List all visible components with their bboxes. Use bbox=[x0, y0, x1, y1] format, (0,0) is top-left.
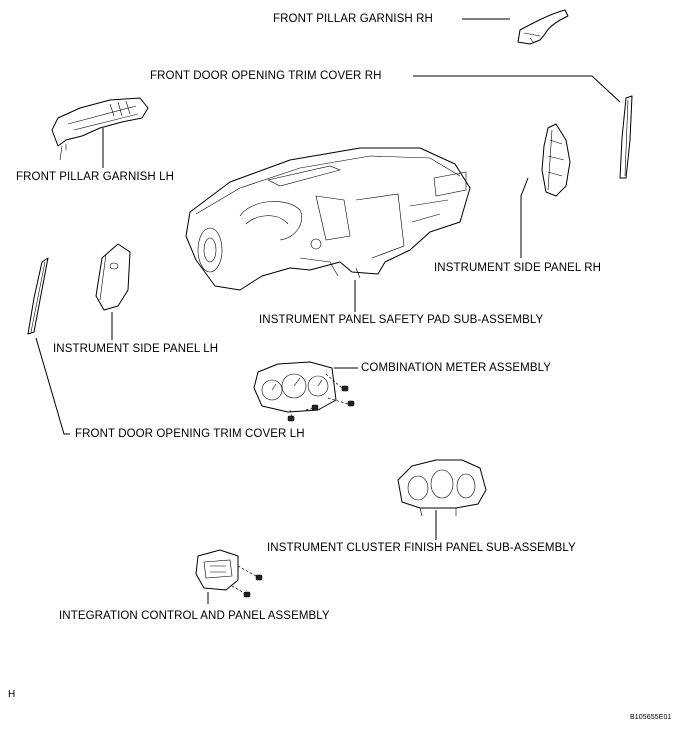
figure-code: B105655E01 bbox=[630, 714, 672, 721]
combination-meter-assembly-part bbox=[253, 361, 355, 422]
label-front-pillar-garnish-lh: FRONT PILLAR GARNISH LH bbox=[16, 171, 175, 183]
screw-icon bbox=[287, 385, 355, 422]
label-combination-meter-assembly: COMBINATION METER ASSEMBLY bbox=[361, 362, 552, 374]
front-pillar-garnish-rh-part bbox=[517, 9, 569, 45]
front-door-opening-trim-cover-rh-part bbox=[619, 95, 633, 179]
instrument-side-panel-rh-part bbox=[541, 123, 571, 197]
label-front-door-opening-trim-cover-lh: FRONT DOOR OPENING TRIM COVER LH bbox=[75, 428, 305, 440]
label-instrument-panel-safety-pad: INSTRUMENT PANEL SAFETY PAD SUB-ASSEMBLY bbox=[259, 314, 544, 326]
instrument-side-panel-lh-part bbox=[95, 243, 131, 311]
instrument-panel-safety-pad-part bbox=[185, 147, 471, 291]
leader-front-door-opening-trim-cover-rh bbox=[413, 75, 621, 103]
corner-letter: H bbox=[8, 689, 16, 700]
front-door-opening-trim-cover-lh-part bbox=[27, 257, 49, 335]
leader-front-door-opening-trim-cover-lh bbox=[35, 337, 70, 435]
leader-instrument-side-panel-rh bbox=[520, 177, 529, 258]
label-front-door-opening-trim-cover-rh: FRONT DOOR OPENING TRIM COVER RH bbox=[150, 70, 382, 82]
label-front-pillar-garnish-rh: FRONT PILLAR GARNISH RH bbox=[273, 13, 433, 25]
screw-icon bbox=[243, 574, 263, 598]
label-instrument-side-panel-rh: INSTRUMENT SIDE PANEL RH bbox=[434, 262, 602, 274]
label-instrument-cluster-finish-panel: INSTRUMENT CLUSTER FINISH PANEL SUB-ASSE… bbox=[267, 542, 576, 554]
label-instrument-side-panel-lh: INSTRUMENT SIDE PANEL LH bbox=[53, 343, 219, 355]
integration-control-and-panel-part bbox=[195, 549, 263, 598]
label-integration-control-and-panel: INTEGRATION CONTROL AND PANEL ASSEMBLY bbox=[59, 610, 330, 622]
front-pillar-garnish-lh-part bbox=[51, 97, 149, 161]
instrument-cluster-finish-panel-part bbox=[397, 459, 487, 517]
